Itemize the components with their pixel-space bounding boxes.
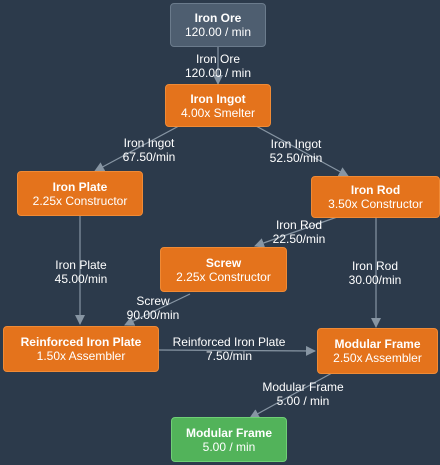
edge-ingot-to-plate bbox=[94, 119, 191, 172]
node-subtitle: 2.25x Constructor bbox=[32, 193, 128, 208]
edge-label-rate: 67.50/min bbox=[122, 150, 176, 164]
edge-frame-to-out bbox=[249, 372, 333, 419]
edge-label-frame-to-out: Modular Frame 5.00 / min bbox=[262, 380, 343, 408]
node-title: Iron Rod bbox=[350, 183, 401, 197]
node-title: Iron Plate bbox=[52, 179, 108, 194]
edge-label-item: Modular Frame bbox=[262, 380, 344, 394]
node-iron-ingot[interactable]: Iron Ingot 4.00x Smelter bbox=[165, 84, 271, 127]
edge-label-ingot-to-plate: Iron Ingot 67.50/min bbox=[123, 136, 176, 164]
edge-label-rate: 52.50/min bbox=[269, 151, 323, 165]
edge-label-rate: 5.00 / min bbox=[276, 394, 330, 408]
edge-label-ingot-to-rod: Iron Ingot 52.50/min bbox=[270, 137, 323, 165]
edge-label-item: Iron Ore bbox=[195, 52, 241, 66]
node-title: Screw bbox=[205, 255, 242, 270]
edge-label-rate: 45.00/min bbox=[54, 272, 108, 286]
edge-label-rate: 7.50/min bbox=[205, 349, 253, 363]
node-subtitle: 1.50x Assembler bbox=[36, 349, 126, 363]
node-title: Reinforced Iron Plate bbox=[20, 335, 142, 349]
node-screw[interactable]: Screw 2.25x Constructor bbox=[160, 247, 287, 292]
edge-label-rod-to-frame: Iron Rod 30.00/min bbox=[349, 259, 402, 287]
edge-rod-to-screw bbox=[254, 215, 341, 248]
node-iron-rod[interactable]: Iron Rod 3.50x Constructor bbox=[311, 176, 440, 218]
edge-label-item: Iron Ingot bbox=[270, 137, 322, 151]
edge-label-item: Iron Rod bbox=[275, 218, 323, 232]
node-subtitle: 2.25x Constructor bbox=[176, 269, 271, 284]
node-reinforced-iron-plate[interactable]: Reinforced Iron Plate 1.50x Assembler bbox=[3, 326, 159, 372]
edge-label-rate: 30.00/min bbox=[348, 273, 402, 287]
edge-label-rate: 22.50/min bbox=[272, 232, 326, 246]
edge-label-item: Iron Ingot bbox=[123, 136, 175, 150]
edge-label-item: Iron Plate bbox=[55, 258, 107, 272]
edge-label-item: Reinforced Iron Plate bbox=[172, 335, 286, 349]
node-modular-frame[interactable]: Modular Frame 2.50x Assembler bbox=[317, 328, 438, 374]
node-title: Iron Ingot bbox=[190, 91, 246, 106]
edge-screw-to-rip bbox=[124, 293, 191, 326]
node-subtitle: 5.00 / min bbox=[202, 439, 256, 454]
edge-label-ore-to-ingot: Iron Ore 120.00 / min bbox=[185, 52, 251, 80]
node-title: Modular Frame bbox=[334, 337, 421, 351]
edge-rip-to-frame bbox=[158, 345, 316, 356]
edge-label-item: Screw bbox=[136, 294, 170, 308]
edge-label-rate: 90.00/min bbox=[126, 308, 180, 322]
node-subtitle: 2.50x Assembler bbox=[333, 351, 422, 365]
edge-label-screw-to-rip: Screw 90.00/min bbox=[127, 294, 180, 322]
edge-label-rate: 120.00 / min bbox=[184, 66, 252, 80]
node-subtitle: 3.50x Constructor bbox=[328, 197, 423, 211]
node-subtitle: 4.00x Smelter bbox=[180, 105, 256, 120]
edge-label-plate-to-rip: Iron Plate 45.00/min bbox=[55, 258, 108, 286]
node-iron-plate[interactable]: Iron Plate 2.25x Constructor bbox=[17, 171, 143, 216]
edge-label-rip-to-frame: Reinforced Iron Plate 7.50/min bbox=[173, 335, 286, 363]
node-title: Modular Frame bbox=[185, 425, 272, 440]
node-title: Iron Ore bbox=[194, 11, 242, 25]
edge-ingot-to-rod bbox=[244, 119, 349, 177]
node-subtitle: 120.00 / min bbox=[184, 25, 252, 39]
node-modular-frame-output[interactable]: Modular Frame 5.00 / min bbox=[171, 417, 287, 462]
edge-label-rod-to-screw: Iron Rod 22.50/min bbox=[273, 218, 326, 246]
edge-label-item: Iron Rod bbox=[351, 259, 399, 273]
node-iron-ore[interactable]: Iron Ore 120.00 / min bbox=[170, 3, 266, 47]
